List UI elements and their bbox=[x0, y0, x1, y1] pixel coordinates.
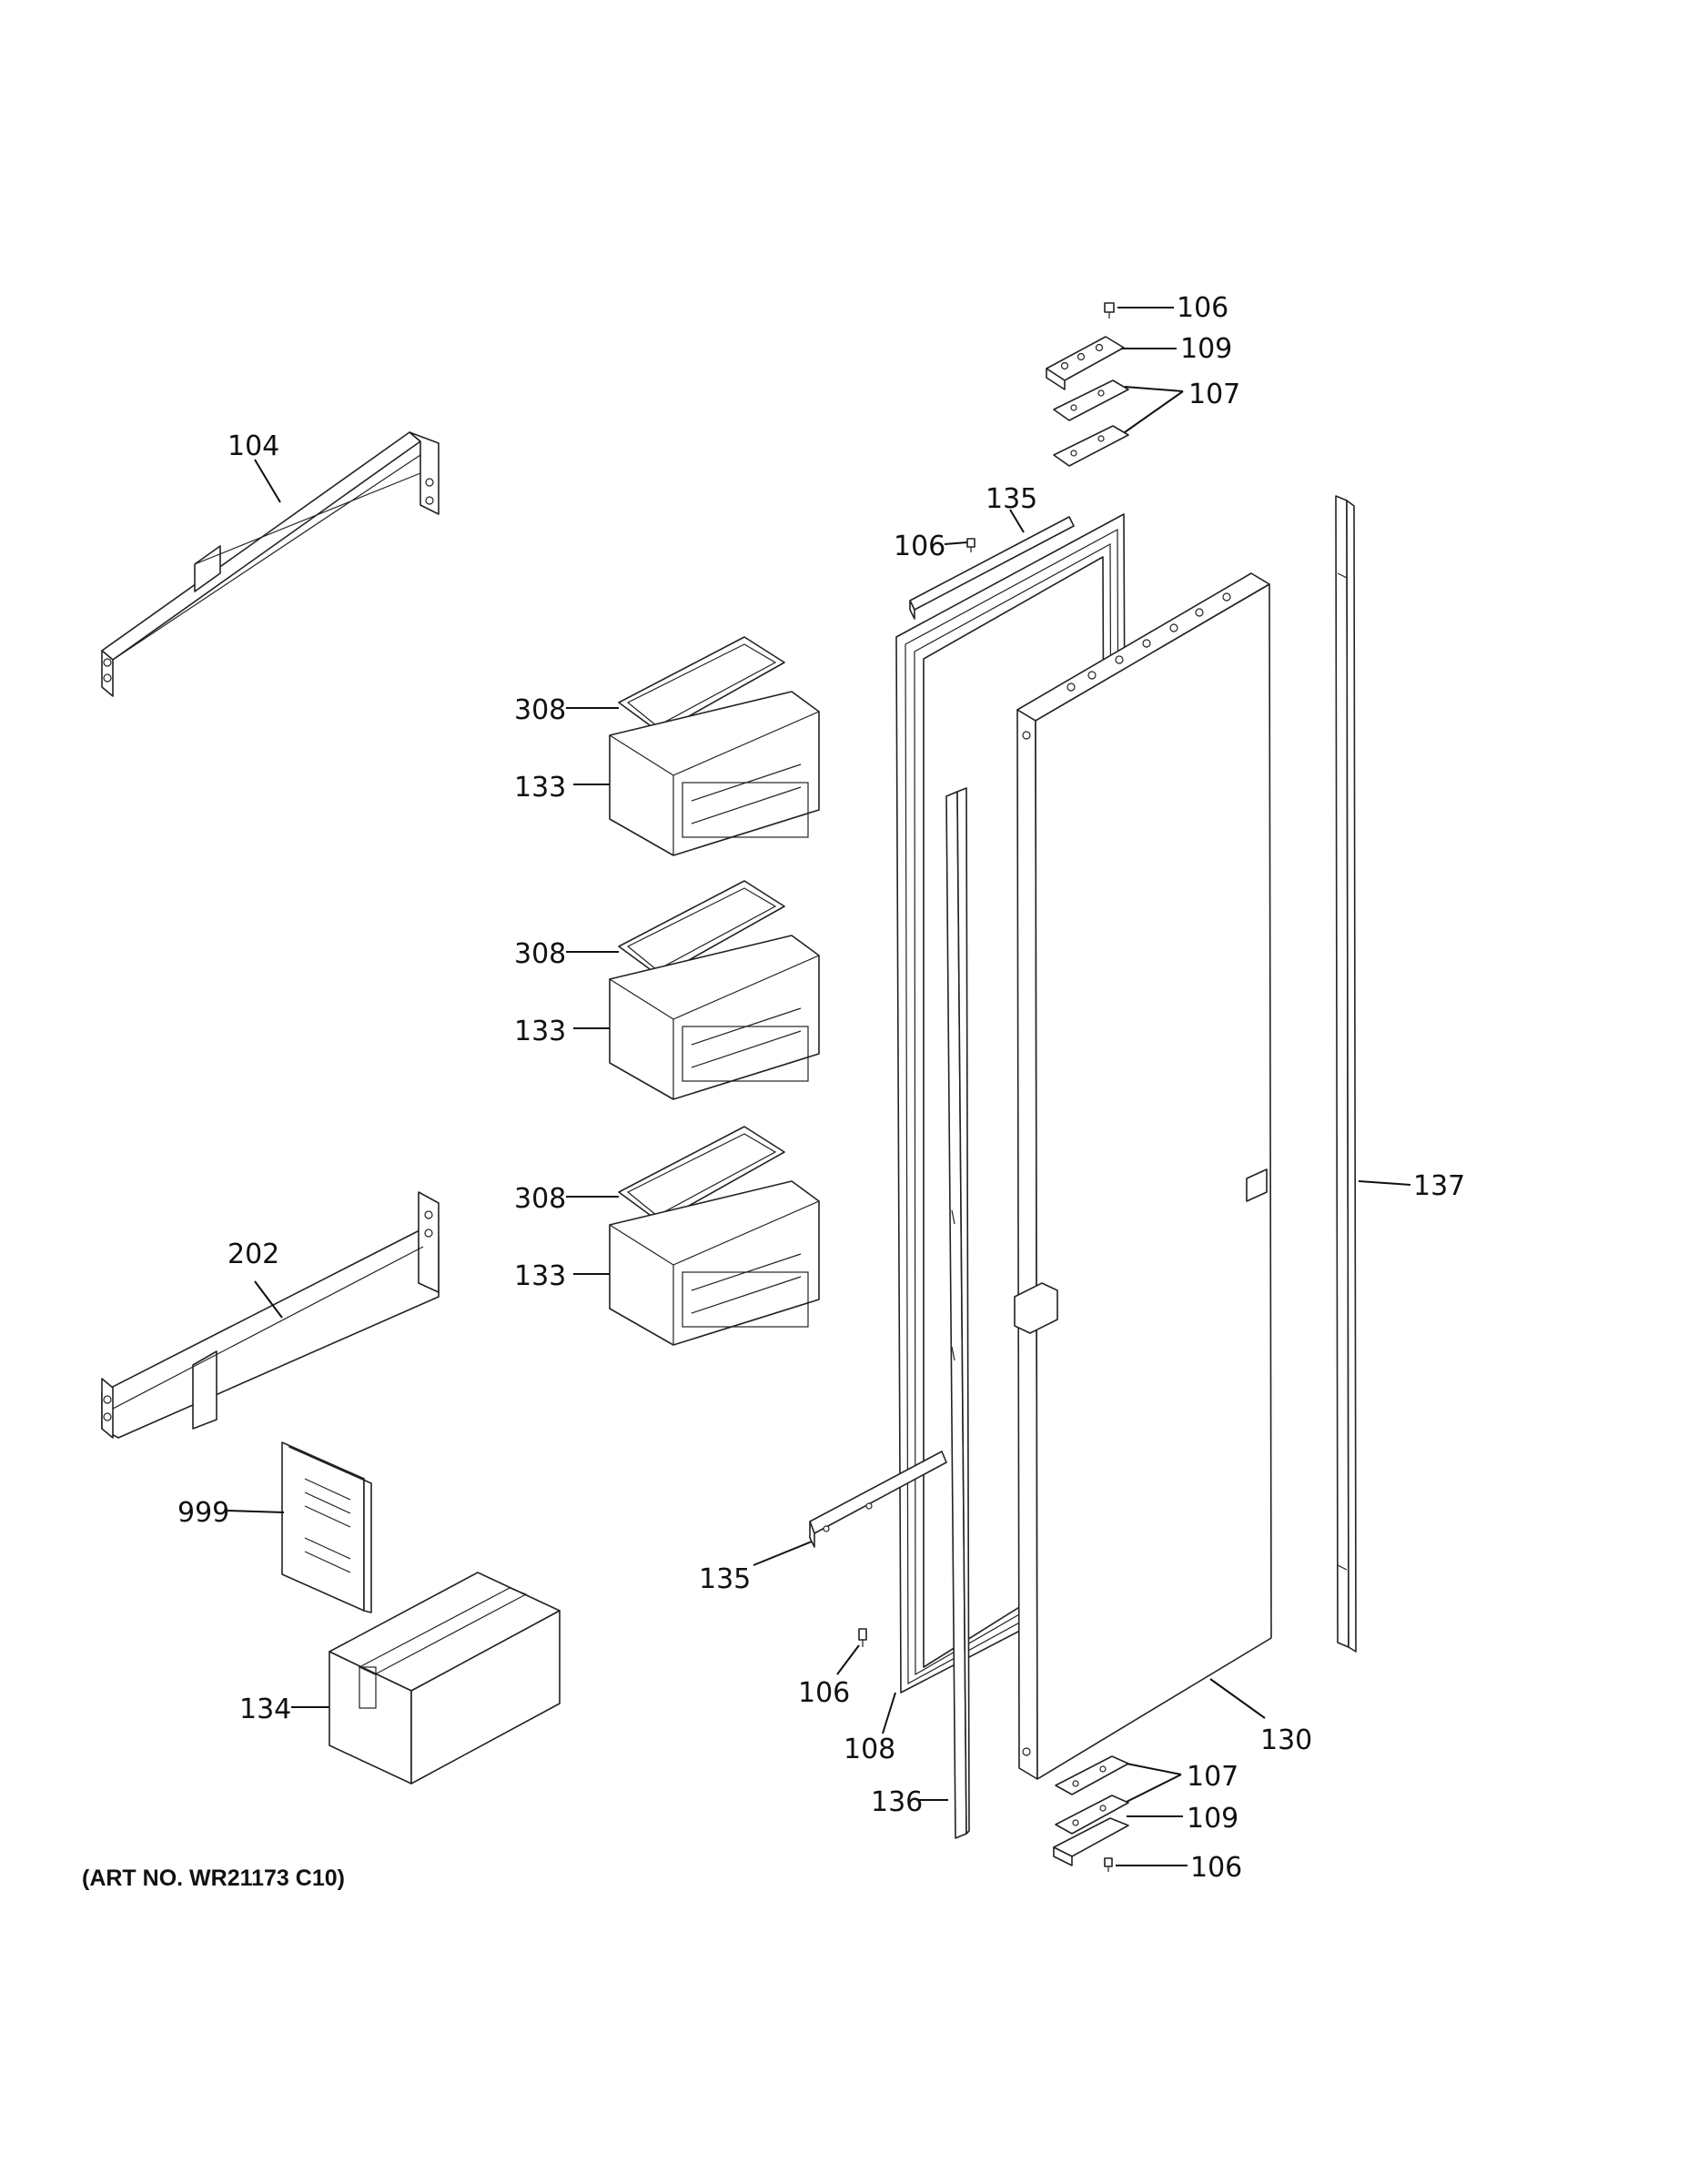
part-104-bracket bbox=[101, 431, 440, 697]
part-106-screw-bottom bbox=[1104, 1857, 1113, 1872]
label-135-top: 135 bbox=[986, 483, 1037, 515]
label-308-top: 308 bbox=[514, 694, 566, 726]
label-308-mid: 308 bbox=[514, 938, 566, 970]
label-202: 202 bbox=[227, 1239, 279, 1270]
part-135-trim-top bbox=[909, 516, 1075, 620]
part-133-bin-mid bbox=[609, 935, 820, 1100]
label-133-low: 133 bbox=[514, 1260, 566, 1292]
label-107-bottom: 107 bbox=[1187, 1761, 1238, 1793]
part-106-screw-top bbox=[1104, 302, 1115, 318]
part-202-bracket bbox=[101, 1191, 440, 1439]
part-130-door-panel bbox=[1014, 572, 1272, 1780]
label-104: 104 bbox=[227, 430, 279, 462]
label-109-bottom: 109 bbox=[1187, 1803, 1238, 1835]
label-106-bottom: 106 bbox=[1190, 1852, 1242, 1884]
part-137-strip bbox=[1335, 495, 1357, 1653]
part-308-shelf-low bbox=[618, 1126, 785, 1223]
label-999: 999 bbox=[177, 1497, 229, 1529]
part-109-hinge-bottom bbox=[1053, 1817, 1129, 1866]
part-133-bin-top bbox=[609, 691, 820, 856]
label-130: 130 bbox=[1260, 1724, 1312, 1756]
label-106-lower-left: 106 bbox=[798, 1677, 850, 1709]
label-308-low: 308 bbox=[514, 1183, 566, 1215]
label-133-mid: 133 bbox=[514, 1016, 566, 1047]
label-108: 108 bbox=[844, 1734, 895, 1765]
art-number: (ART NO. WR21173 C10) bbox=[82, 1866, 345, 1891]
label-106-top: 106 bbox=[1177, 292, 1228, 324]
part-136-strip bbox=[945, 787, 970, 1839]
label-106-trim: 106 bbox=[894, 531, 945, 562]
part-109-hinge-top bbox=[1046, 336, 1125, 390]
label-135-bottom: 135 bbox=[699, 1563, 751, 1595]
label-107-top: 107 bbox=[1188, 379, 1240, 410]
part-999-manual bbox=[281, 1441, 372, 1613]
label-109-top: 109 bbox=[1180, 333, 1232, 365]
part-107-plate-top bbox=[1053, 379, 1129, 467]
part-133-bin-low bbox=[609, 1180, 820, 1346]
label-136: 136 bbox=[871, 1786, 923, 1818]
part-135-trim-bottom bbox=[809, 1451, 947, 1548]
label-133-top: 133 bbox=[514, 772, 566, 804]
part-308-shelf-top bbox=[618, 636, 785, 733]
part-106-screw-lower-left bbox=[858, 1628, 867, 1647]
part-308-shelf-mid bbox=[618, 880, 785, 977]
part-106-screw-trim bbox=[966, 538, 975, 552]
part-134-box bbox=[329, 1572, 561, 1785]
label-134: 134 bbox=[239, 1694, 291, 1725]
label-137: 137 bbox=[1413, 1170, 1465, 1202]
part-107-plate-bottom bbox=[1055, 1755, 1129, 1835]
